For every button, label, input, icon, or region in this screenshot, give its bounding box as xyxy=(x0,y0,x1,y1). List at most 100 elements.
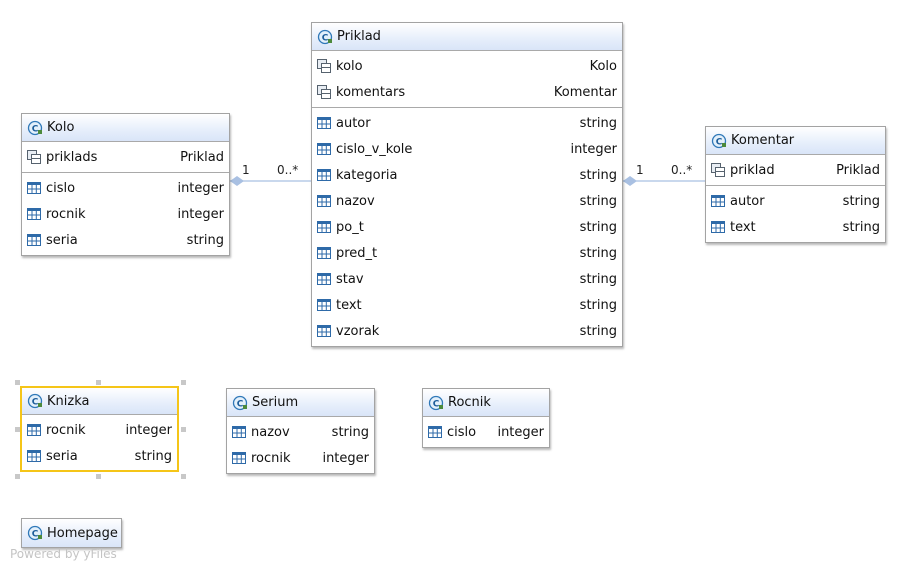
class-icon: C xyxy=(428,395,444,410)
field-row[interactable]: seria string xyxy=(22,443,177,469)
class-node-kolo[interactable]: C Kolo priklads Priklad cislo integer ro… xyxy=(21,113,230,256)
association-type: Komentar xyxy=(553,84,617,100)
field-row[interactable]: nazov string xyxy=(312,188,622,214)
resize-handle[interactable] xyxy=(181,474,186,479)
class-node-homepage[interactable]: C Homepage xyxy=(21,518,122,548)
class-header[interactable]: C Serium xyxy=(227,389,374,417)
field-name: seria xyxy=(46,232,78,248)
class-node-komentar[interactable]: C Komentar priklad Priklad autor string … xyxy=(705,126,886,243)
svg-text:C: C xyxy=(32,398,39,408)
svg-text:C: C xyxy=(716,137,723,147)
resize-handle[interactable] xyxy=(96,380,101,385)
association-row[interactable]: kolo Kolo xyxy=(312,53,622,79)
class-node-serium[interactable]: C Serium nazov string rocnik integer xyxy=(226,388,375,474)
class-header[interactable]: C Priklad xyxy=(312,23,622,51)
class-icon: C xyxy=(27,120,43,135)
field-row[interactable]: rocnik integer xyxy=(22,417,177,443)
field-row[interactable]: cislo integer xyxy=(22,175,229,201)
class-icon: C xyxy=(27,525,43,541)
class-icon: C xyxy=(711,133,727,148)
class-header[interactable]: C Homepage xyxy=(22,519,121,547)
field-type: string xyxy=(579,271,617,287)
multiplicity-label: 1 xyxy=(636,163,644,177)
association-row[interactable]: priklad Priklad xyxy=(706,157,885,183)
field-row[interactable]: rocnik integer xyxy=(227,445,374,471)
field-icon xyxy=(317,299,331,311)
svg-text:C: C xyxy=(32,530,39,540)
field-section: nazov string rocnik integer xyxy=(227,417,374,473)
field-type: string xyxy=(842,219,880,235)
field-row[interactable]: autor string xyxy=(706,188,885,214)
field-row[interactable]: rocnik integer xyxy=(22,201,229,227)
field-type: string xyxy=(579,219,617,235)
multiplicity-label: 1 xyxy=(242,163,250,177)
class-icon: C xyxy=(317,29,333,44)
association-type: Priklad xyxy=(836,162,880,178)
field-row[interactable]: seria string xyxy=(22,227,229,253)
field-icon xyxy=(428,426,442,438)
field-type: string xyxy=(842,193,880,209)
association-type: Priklad xyxy=(180,149,224,165)
association-row[interactable]: priklads Priklad xyxy=(22,144,229,170)
field-name: nazov xyxy=(336,193,375,209)
field-type: string xyxy=(579,115,617,131)
field-row[interactable]: vzorak string xyxy=(312,318,622,344)
field-icon xyxy=(232,426,246,438)
class-header[interactable]: C Knizka xyxy=(22,388,177,415)
field-icon xyxy=(27,182,41,194)
class-node-rocnik[interactable]: C Rocnik cislo integer xyxy=(422,388,550,448)
field-row[interactable]: po_t string xyxy=(312,214,622,240)
field-type: string xyxy=(579,193,617,209)
field-row[interactable]: autor string xyxy=(312,110,622,136)
field-section: rocnik integer seria string xyxy=(22,415,177,471)
class-header[interactable]: C Rocnik xyxy=(423,389,549,417)
field-name: stav xyxy=(336,271,364,287)
field-row[interactable]: text string xyxy=(312,292,622,318)
class-header[interactable]: C Kolo xyxy=(22,114,229,142)
field-row[interactable]: cislo integer xyxy=(423,419,549,445)
multiplicity-label: 0..* xyxy=(671,163,693,177)
association-icon xyxy=(317,59,331,73)
field-icon xyxy=(711,221,725,233)
association-row[interactable]: komentars Komentar xyxy=(312,79,622,105)
class-node-knizka[interactable]: C Knizka rocnik integer seria string xyxy=(20,386,179,472)
field-row[interactable]: cislo_v_kole integer xyxy=(312,136,622,162)
field-name: rocnik xyxy=(251,450,291,466)
field-section: autor string cislo_v_kole integer katego… xyxy=(312,108,622,346)
field-row[interactable]: pred_t string xyxy=(312,240,622,266)
field-row[interactable]: nazov string xyxy=(227,419,374,445)
association-section: priklad Priklad xyxy=(706,155,885,186)
class-name: Kolo xyxy=(47,120,75,135)
field-icon xyxy=(317,169,331,181)
field-type: string xyxy=(579,167,617,183)
resize-handle[interactable] xyxy=(181,380,186,385)
resize-handle[interactable] xyxy=(15,380,20,385)
field-icon xyxy=(27,234,41,246)
resize-handle[interactable] xyxy=(15,427,20,432)
association-name: priklad xyxy=(730,162,775,178)
field-type: integer xyxy=(497,424,544,440)
multiplicity-label: 0..* xyxy=(277,163,299,177)
field-icon xyxy=(317,325,331,337)
field-row[interactable]: text string xyxy=(706,214,885,240)
class-name: Knizka xyxy=(47,393,90,409)
resize-handle[interactable] xyxy=(96,474,101,479)
field-name: rocnik xyxy=(46,422,86,438)
field-row[interactable]: kategoria string xyxy=(312,162,622,188)
class-header[interactable]: C Komentar xyxy=(706,127,885,155)
association-section: kolo Kolo komentars Komentar xyxy=(312,51,622,108)
field-icon xyxy=(317,273,331,285)
association-type: Kolo xyxy=(589,58,617,74)
association-icon xyxy=(317,85,331,99)
class-node-priklad[interactable]: C Priklad kolo Kolo komentars Komentar a… xyxy=(311,22,623,347)
field-icon xyxy=(27,450,41,462)
field-section: cislo integer xyxy=(423,417,549,447)
association-icon xyxy=(711,163,725,177)
field-name: autor xyxy=(336,115,371,131)
resize-handle[interactable] xyxy=(181,427,186,432)
class-name: Rocnik xyxy=(448,395,491,410)
svg-text:C: C xyxy=(32,124,39,134)
resize-handle[interactable] xyxy=(15,474,20,479)
field-row[interactable]: stav string xyxy=(312,266,622,292)
